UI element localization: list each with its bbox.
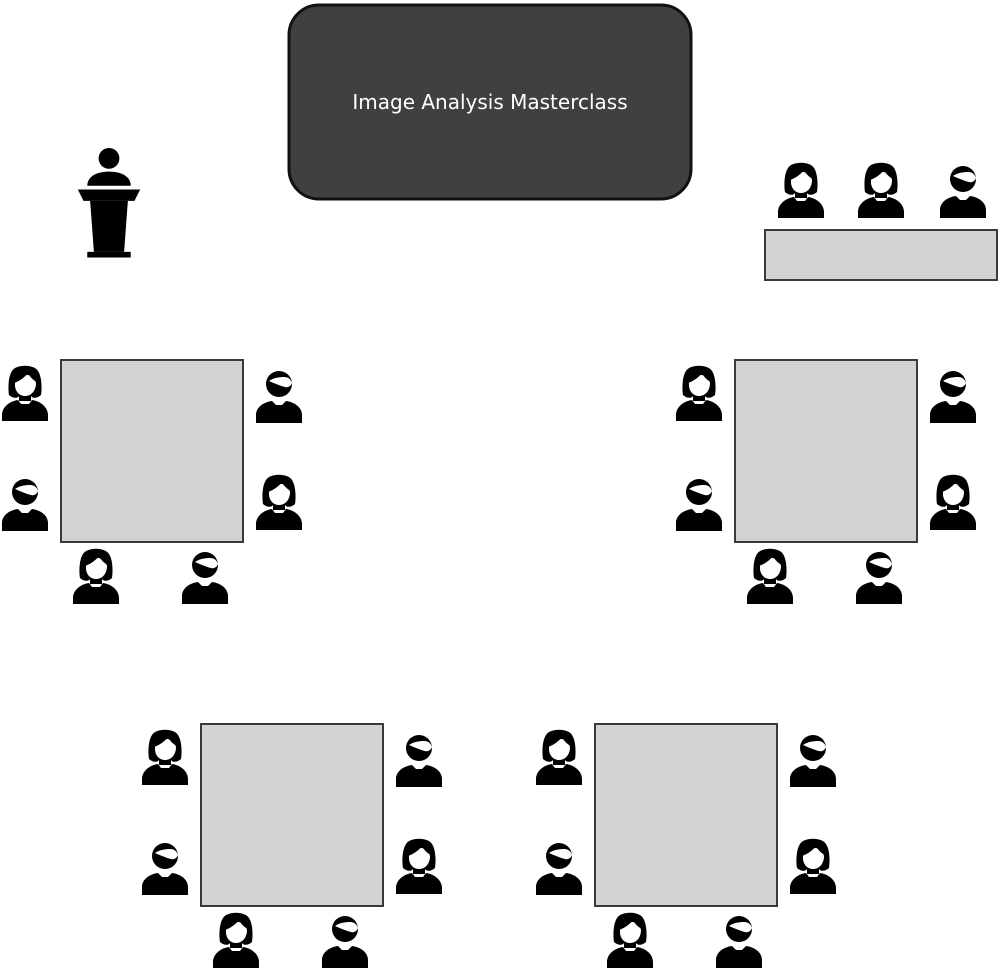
top-left-right-seat-2-woman-icon: [256, 474, 302, 530]
group-table-bottom-left: [200, 723, 384, 907]
bottom-left-left-seat-1-woman-icon: [142, 729, 188, 785]
bottom-right-left-seat-1-woman-icon: [536, 729, 582, 785]
bottom-right-left-seat-2-man-icon: [536, 843, 582, 895]
top-left-left-seat-2-man-icon: [2, 479, 48, 531]
bottom-left-bottom-seat-1-woman-icon: [213, 912, 259, 968]
panel-seat-3-man-icon: [940, 166, 986, 218]
panel-seat-1-woman-icon: [778, 162, 824, 218]
bottom-right-right-seat-1-man-icon: [790, 735, 836, 787]
bottom-left-left-seat-2-man-icon: [142, 843, 188, 895]
bottom-left-bottom-seat-2-man-icon: [322, 916, 368, 968]
group-table-bottom-right: [594, 723, 778, 907]
top-right-left-seat-2-man-icon: [676, 479, 722, 531]
top-left-bottom-seat-2-man-icon: [182, 552, 228, 604]
group-table-top-left: [60, 359, 244, 543]
bottom-right-bottom-seat-2-man-icon: [716, 916, 762, 968]
top-right-bottom-seat-1-woman-icon: [747, 548, 793, 604]
group-table-top-right: [734, 359, 918, 543]
top-right-right-seat-2-woman-icon: [930, 474, 976, 530]
presentation-screen: [287, 3, 693, 201]
bottom-left-right-seat-1-man-icon: [396, 735, 442, 787]
top-right-left-seat-1-woman-icon: [676, 365, 722, 421]
bottom-left-right-seat-2-woman-icon: [396, 838, 442, 894]
top-right-bottom-seat-2-man-icon: [856, 552, 902, 604]
top-left-left-seat-1-woman-icon: [2, 365, 48, 421]
panel-table: [764, 229, 998, 281]
top-left-right-seat-1-man-icon: [256, 371, 302, 423]
top-left-bottom-seat-1-woman-icon: [73, 548, 119, 604]
bottom-right-bottom-seat-1-woman-icon: [607, 912, 653, 968]
panel-seat-2-woman-icon: [858, 162, 904, 218]
bottom-right-right-seat-2-woman-icon: [790, 838, 836, 894]
speaker-podium-icon: [77, 148, 141, 258]
top-right-right-seat-1-man-icon: [930, 371, 976, 423]
